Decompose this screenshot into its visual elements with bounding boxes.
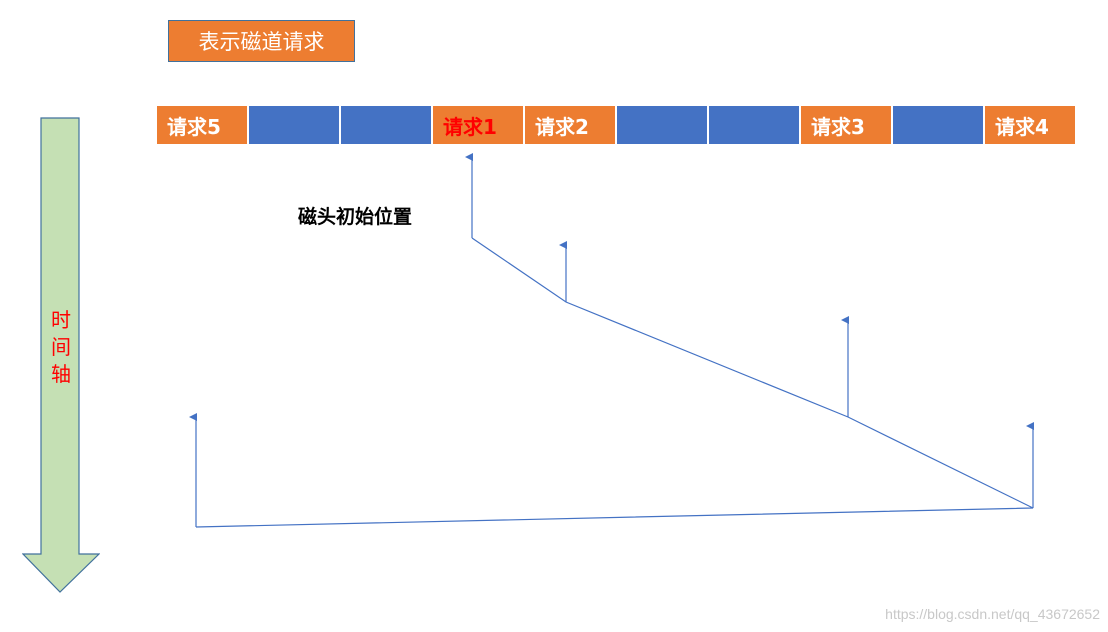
time-axis-arrow [22, 117, 100, 593]
track-cell-label: 请求3 [811, 114, 865, 139]
track-cell-6 [617, 106, 709, 144]
track-cell-label: 请求1 [443, 114, 497, 139]
track-cell-label: 请求2 [535, 114, 589, 139]
track-cell-label: 请求5 [167, 114, 221, 139]
watermark: https://blog.csdn.net/qq_43672652 [885, 606, 1100, 622]
time-axis-label: 时间轴 [51, 308, 71, 386]
track-cell-8: 请求3 [801, 106, 893, 144]
track-cell-7 [709, 106, 801, 144]
track-cell-10: 请求4 [985, 106, 1075, 144]
track-cell-label: 请求4 [995, 114, 1049, 139]
disk-track: 请求5 请求1 请求2 请求3 请求4 [157, 106, 1075, 144]
legend-label: 表示磁道请求 [198, 30, 325, 54]
track-cell-5: 请求2 [525, 106, 617, 144]
track-cell-2 [249, 106, 341, 144]
track-cell-9 [893, 106, 985, 144]
track-cell-4: 请求1 [433, 106, 525, 144]
track-cell-1: 请求5 [157, 106, 249, 144]
time-axis-arrow-shape [22, 117, 100, 593]
legend-box: 表示磁道请求 [168, 20, 355, 62]
seek-path-line [195, 237, 1034, 528]
head-start-label: 磁头初始位置 [298, 206, 413, 228]
track-cell-3 [341, 106, 433, 144]
